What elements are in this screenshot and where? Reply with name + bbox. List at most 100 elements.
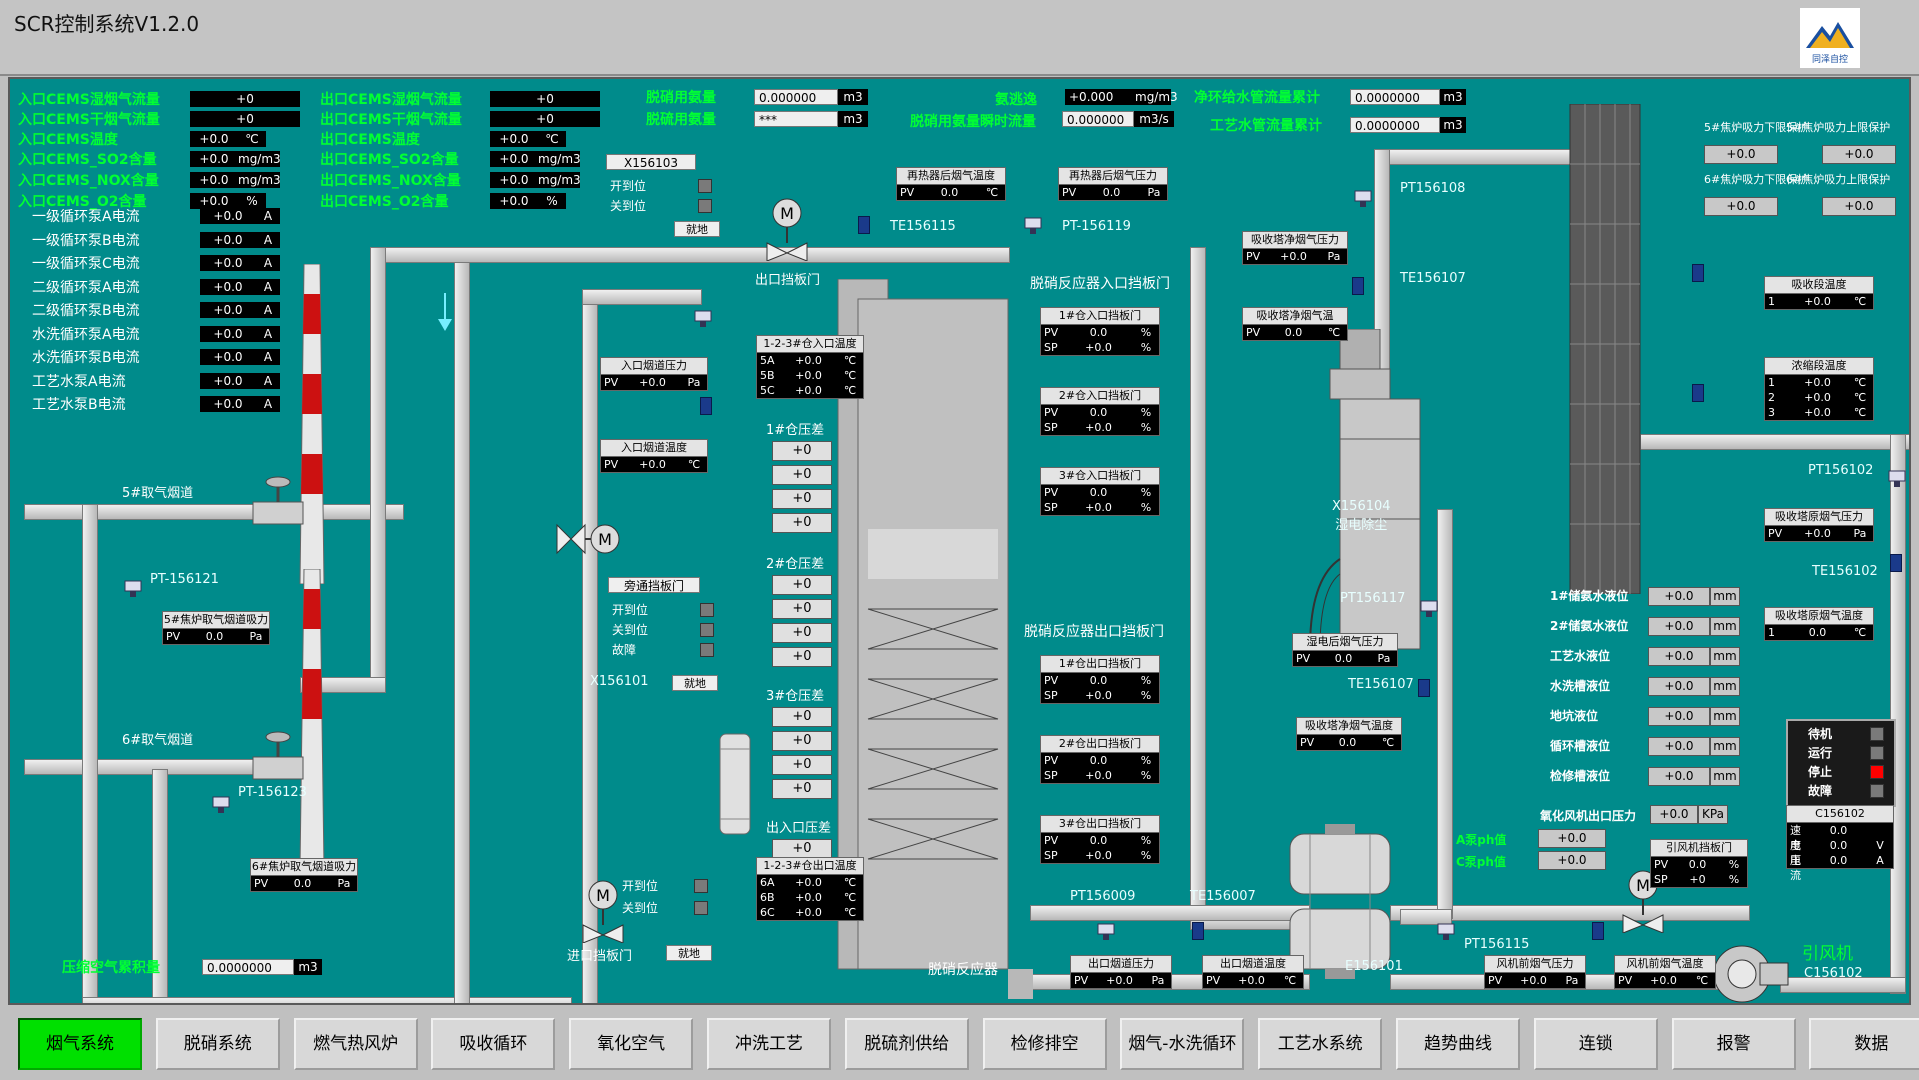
pv-row-unit: ℃ <box>1283 974 1297 987</box>
nav-button[interactable]: 趋势曲线 <box>1396 1018 1520 1070</box>
manual-valve-6[interactable] <box>248 729 308 789</box>
pv-row-unit: % <box>1140 341 1152 354</box>
ammonia-unit: m3 <box>838 111 868 127</box>
nav-button[interactable]: 吸收循环 <box>431 1018 556 1070</box>
protection-label: 6#焦炉吸力上限保护 <box>1786 173 1891 186</box>
pv-row-unit: ℃ <box>1853 626 1867 639</box>
nav-button[interactable]: 烟气-水洗循环 <box>1120 1018 1245 1070</box>
pressure-diff-value: +0 <box>772 599 832 619</box>
nav-button[interactable]: 数据 <box>1809 1018 1919 1070</box>
inlet-damper-valve[interactable]: M <box>578 879 628 943</box>
pv-row-value: +0.0 <box>1280 250 1307 263</box>
nav-button[interactable]: 冲洗工艺 <box>707 1018 831 1070</box>
pv-row: SP+0% <box>1651 872 1747 887</box>
absorber-tower <box>1569 104 1641 594</box>
svg-text:M: M <box>598 530 612 549</box>
inlet-damper-local-button[interactable]: 就地 <box>666 945 712 961</box>
svg-text:M: M <box>596 886 610 905</box>
pv-row-key: PV <box>254 877 269 890</box>
nav-button[interactable]: 烟气系统 <box>18 1018 142 1070</box>
pv-row-value: +0.0 <box>1085 421 1112 434</box>
nav-button[interactable]: 脱硝系统 <box>155 1018 280 1070</box>
pressure-diff-value: +0 <box>772 731 832 751</box>
pv-row-unit: % <box>1140 326 1152 339</box>
tank-level-label: 检修槽液位 <box>1550 769 1611 783</box>
nav-button[interactable]: 报警 <box>1671 1018 1796 1070</box>
pv-row-key: 6B <box>760 891 775 904</box>
pv-box-title: C156102 <box>1787 806 1893 823</box>
pv-row-unit: Pa <box>1377 652 1391 665</box>
pv-row-unit: ℃ <box>985 186 999 199</box>
pressure-sensor-icon <box>694 310 712 327</box>
outlet-damper-valve[interactable]: M <box>762 197 812 261</box>
pv-box-title: 6#焦炉取气烟道吸力 <box>251 859 357 876</box>
pv-row: SP+0.0% <box>1041 688 1159 703</box>
nav-button[interactable]: 检修排空 <box>982 1018 1107 1070</box>
pv-row-key: SP <box>1044 689 1058 702</box>
nav-button[interactable]: 工艺水系统 <box>1258 1018 1383 1070</box>
manual-valve-5[interactable] <box>248 474 308 534</box>
pressure-diff-value: +0 <box>772 647 832 667</box>
pv-row-key: PV <box>1488 974 1503 987</box>
x156103-close-label: 关到位 <box>610 199 647 213</box>
nav-button[interactable]: 氧化空气 <box>569 1018 694 1070</box>
pv-row-unit <box>1867 823 1893 838</box>
pv-row-unit: % <box>1140 769 1152 782</box>
nav-button[interactable]: 脱硫剂供给 <box>844 1018 969 1070</box>
nav-button[interactable]: 燃气热风炉 <box>293 1018 418 1070</box>
pv-row-key: 1 <box>1768 376 1775 389</box>
pv-box-title: 再热器后烟气压力 <box>1059 168 1167 185</box>
bypass-damper-valve[interactable]: M <box>555 519 621 559</box>
pv-row-value: +0.0 <box>1804 527 1831 540</box>
induced-draft-fan[interactable] <box>1710 939 1790 1005</box>
pv-row: 5A+0.0℃ <box>757 353 863 368</box>
x156103-local-button[interactable]: 就地 <box>674 221 720 237</box>
pv-row-value: 0.0 <box>1089 674 1108 687</box>
pipe <box>370 247 386 687</box>
pv-row-value: +0.0 <box>795 876 822 889</box>
bypass-local-button[interactable]: 就地 <box>672 675 718 691</box>
tank-level-value: +0.0 <box>1648 647 1710 666</box>
pv-row-unit: Pa <box>337 877 351 890</box>
pv-row-value: +0.0 <box>1804 376 1831 389</box>
tank-level-unit: mm <box>1710 677 1740 696</box>
nav-button[interactable]: 连锁 <box>1533 1018 1658 1070</box>
pv-box-title: 2#仓出口挡板门 <box>1041 736 1159 753</box>
cems-outlet-label: 出口CEMS_O2含量 <box>320 194 449 210</box>
pv-row-value: +0.0 <box>795 354 822 367</box>
pv-row-unit: ℃ <box>687 458 701 471</box>
pv-row-unit: % <box>1140 849 1152 862</box>
tag-pt156123: PT-156123 <box>238 785 307 800</box>
